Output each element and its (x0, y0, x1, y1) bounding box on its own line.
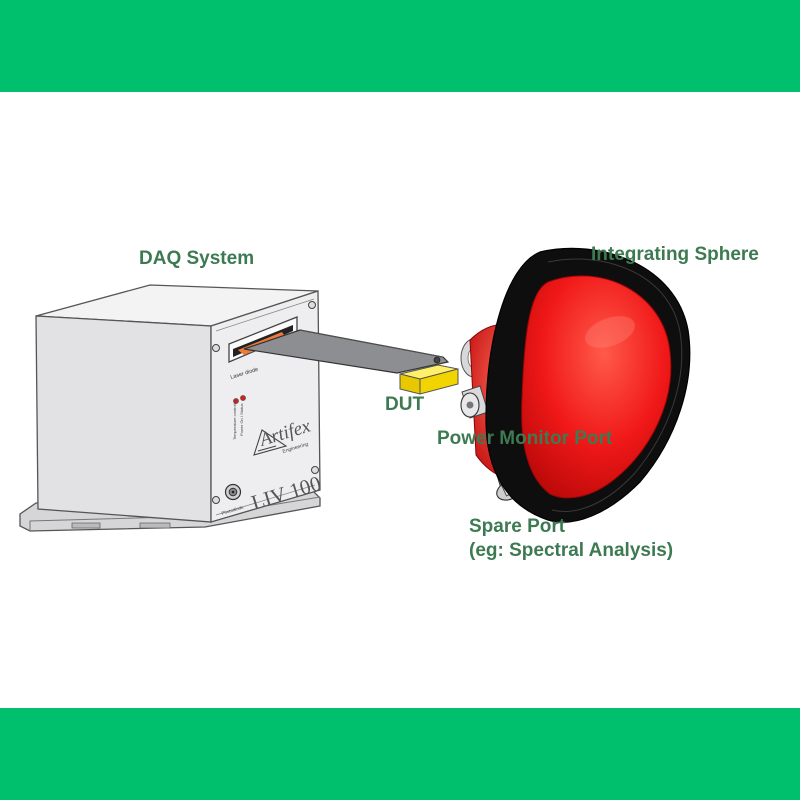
label-spare-port: Spare Port (469, 516, 566, 537)
label-power-monitor-port: Power Monitor Port (437, 428, 613, 449)
daq-connector-label: Photodiode (221, 504, 245, 516)
screw-icon (433, 356, 441, 364)
label-integrating-sphere: Integrating Sphere (591, 244, 759, 265)
daq-base-slot (71, 522, 171, 529)
dut-laser-diode (399, 364, 459, 395)
daq-led-label-2: Power On / Status (239, 404, 244, 436)
bottom-green-band (0, 708, 800, 800)
label-spare-port-note: (eg: Spectral Analysis) (469, 540, 674, 561)
led-indicator-icon (233, 395, 246, 404)
label-daq-system: DAQ System (139, 248, 255, 269)
power-monitor-port (460, 385, 489, 419)
label-dut: DUT (385, 394, 425, 415)
artifex-triangle-logo-icon (253, 429, 288, 456)
bnc-connector-icon (224, 483, 242, 501)
top-green-band (0, 0, 800, 92)
daq-led-label-1: Temperature controller (232, 399, 237, 440)
screw-icon (212, 301, 319, 504)
daq-side-panel (35, 315, 212, 523)
liv-measurement-setup-diagram: Laser diode Temperature controller Power… (19, 247, 691, 532)
integrating-sphere (460, 247, 691, 523)
sphere-dome (521, 275, 672, 499)
dut-mount-arm (243, 329, 450, 374)
daq-system-unit: Laser diode Temperature controller Power… (19, 284, 324, 532)
